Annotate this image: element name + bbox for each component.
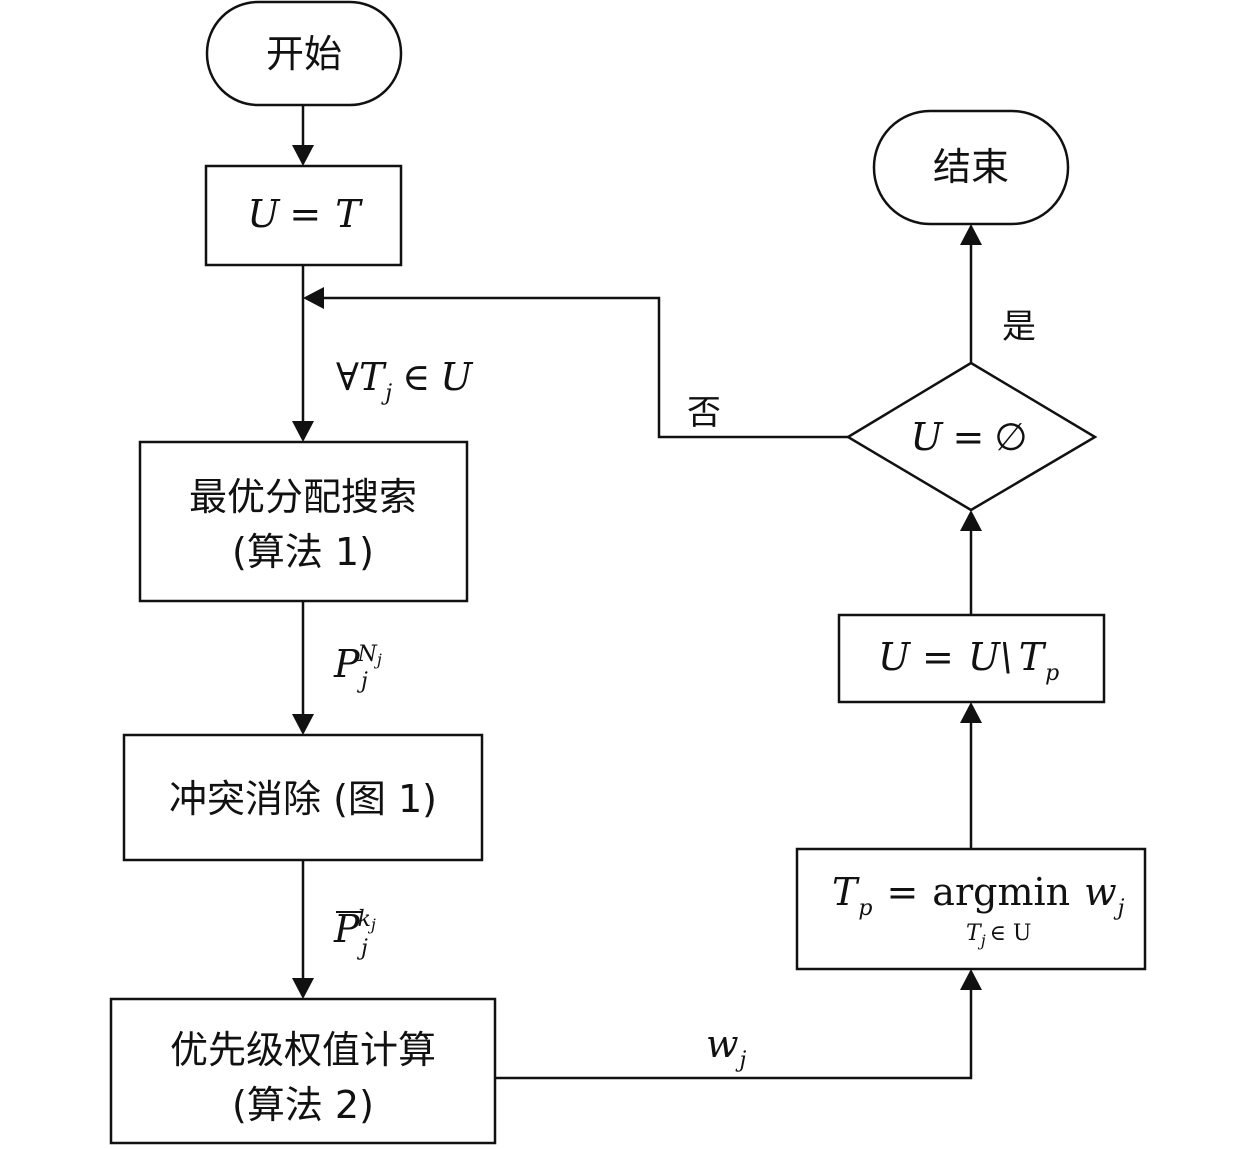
- arrowhead-priority: [292, 978, 314, 999]
- node-conflict: 冲突消除 (图 1): [122, 733, 484, 862]
- edge-decision-loop-back: [320, 296, 848, 439]
- connectors: [292, 105, 982, 1080]
- arrowhead-select: [960, 969, 982, 990]
- label-p-k: Pkj: [333, 907, 376, 951]
- label-yes: 是: [1002, 307, 1036, 347]
- search-line2: (算法 1): [232, 530, 374, 574]
- arrowhead-conflict: [292, 714, 314, 735]
- arrowhead-update: [960, 702, 982, 723]
- label-no: 否: [687, 393, 721, 433]
- node-decision: U=∅: [845, 361, 1098, 512]
- priority-line2: (算法 2): [232, 1083, 374, 1127]
- search-line1: 最优分配搜索: [189, 475, 417, 519]
- arrowhead-loop-back: [303, 287, 324, 309]
- node-search: 最优分配搜索 (算法 1): [138, 440, 469, 603]
- conflict-label: 冲突消除 (图 1): [169, 777, 437, 821]
- init-formula: U=T: [247, 192, 363, 236]
- arrowhead-init: [292, 145, 314, 166]
- node-init: U=T: [204, 164, 403, 267]
- arrowhead-search: [292, 421, 314, 442]
- arrowhead-end: [960, 224, 982, 245]
- edge-priority-to-select: [495, 986, 973, 1080]
- node-priority: 优先级权值计算 (算法 2): [109, 997, 497, 1145]
- start-label: 开始: [266, 32, 342, 76]
- end-label: 结束: [933, 145, 1009, 189]
- edge-labels: ∀Tj∈U PNj j Pkj j wj 否 是: [333, 307, 1036, 1073]
- decision-formula: U=∅: [911, 415, 1028, 459]
- node-end: 结束: [872, 109, 1070, 226]
- label-forall: ∀Tj∈U: [336, 355, 474, 406]
- node-update: U=U\Tp: [837, 613, 1106, 704]
- priority-line1: 优先级权值计算: [170, 1028, 436, 1072]
- arrowhead-decision: [960, 510, 982, 531]
- node-start: 开始: [205, 0, 403, 107]
- label-p-n: PNj: [333, 642, 382, 686]
- select-underscript: Tj∈ U: [966, 921, 1031, 950]
- update-formula: U=U\Tp: [878, 635, 1059, 686]
- label-w: wj: [706, 1022, 747, 1073]
